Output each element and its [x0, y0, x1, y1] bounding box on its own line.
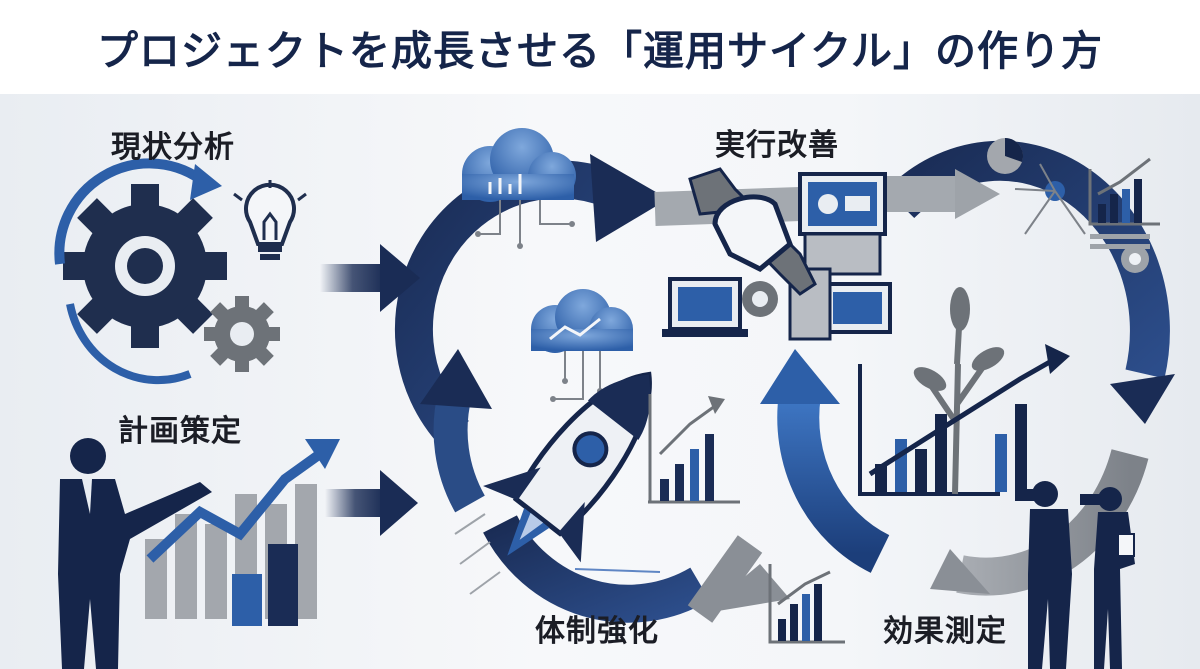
flow-arrows	[320, 244, 420, 536]
cycle-arc-left-bottom	[483, 514, 710, 623]
flow-arrow-top	[380, 244, 420, 312]
arrowhead-right	[1110, 374, 1175, 424]
cycle-stage: 現状分析 計画策定 実行改善 体制強化 効果測定	[0, 94, 1200, 669]
small-gear-icon-right	[1121, 245, 1149, 273]
arrowhead-top-gray	[955, 169, 1000, 219]
cycle-arc-right-top	[885, 140, 1170, 379]
step-label-measurement: 効果測定	[883, 614, 1007, 649]
cycle-arc-inner-blue	[777, 390, 890, 573]
arrowhead-inner-blue	[760, 349, 840, 404]
binoculars-people-icon	[1015, 481, 1135, 669]
small-gear-icon	[204, 296, 280, 372]
arrowhead-left	[420, 349, 492, 409]
businessman-icon	[58, 438, 212, 669]
page-title: プロジェクトを成長させる「運用サイクル」の作り方	[97, 27, 1103, 75]
cloud-icon-center	[531, 289, 633, 402]
arrowhead-bottom-right	[930, 549, 990, 594]
gear-icon	[63, 184, 227, 348]
cycle-arc-center-gray	[687, 535, 763, 623]
step-label-analysis: 現状分析	[111, 130, 235, 165]
title-bar: プロジェクトを成長させる「運用サイクル」の作り方	[0, 0, 1200, 94]
bar-chart-icon-bottom	[768, 564, 845, 644]
rocket-icon	[483, 371, 652, 563]
speed-lines	[454, 513, 501, 595]
bar-chart-icon-center	[648, 394, 740, 504]
lightbulb-icon	[233, 180, 307, 260]
gear-orbit-arrow	[54, 158, 203, 265]
tree-icon	[858, 287, 1070, 496]
bar-chart-icon	[1088, 157, 1160, 249]
cycle-artwork	[54, 128, 1175, 669]
arrowhead-top	[590, 154, 668, 242]
step-label-planning: 計画策定	[118, 414, 242, 449]
cycle-arc-left-side	[433, 389, 486, 513]
step-label-execution: 実行改善	[715, 128, 839, 163]
cloud-icon	[462, 128, 576, 249]
network-icon	[1014, 163, 1086, 235]
planning-chart-icon	[145, 439, 340, 626]
wrench-hand-icon	[688, 167, 817, 296]
pie-chart-icon	[987, 137, 1024, 174]
right-cycle-arrows	[687, 140, 1175, 623]
step-label-strengthen: 体制強化	[535, 614, 659, 649]
highlight-line	[574, 568, 661, 573]
flow-arrow-bottom	[380, 470, 418, 536]
